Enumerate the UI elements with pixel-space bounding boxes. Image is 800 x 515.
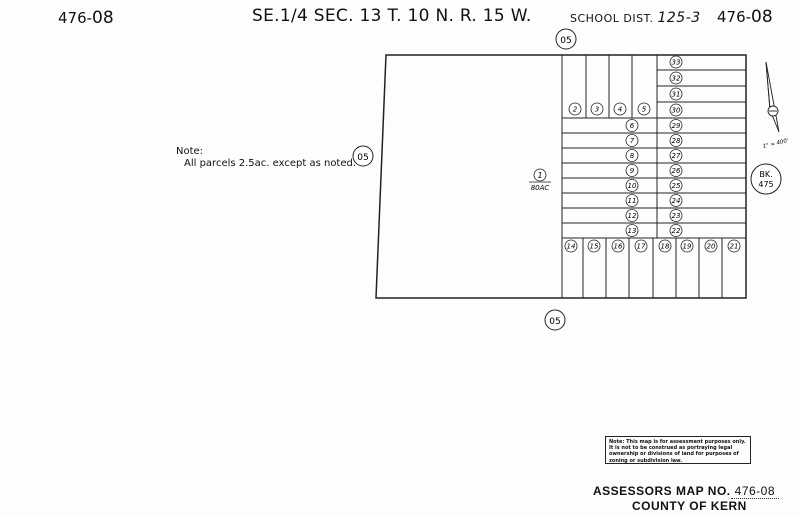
parcel-27-number: 27	[672, 152, 681, 160]
parcel-31-number: 31	[672, 91, 681, 99]
parcel-10: 10	[625, 179, 639, 192]
parcel-5: 5	[637, 102, 651, 116]
map-number-prefix: 476-	[717, 8, 752, 26]
parcel-14: 14	[564, 239, 578, 253]
header-map-number-right: 476-08	[717, 7, 773, 27]
note-text: All parcels 2.5ac. except as noted.	[184, 158, 357, 169]
header-map-number-left: 476-08	[58, 8, 114, 28]
parcel-9-number: 9	[630, 167, 635, 175]
parcel-21-number: 21	[730, 243, 739, 251]
svg-text:475: 475	[758, 180, 773, 189]
parcel-32-number: 32	[672, 75, 681, 83]
parcel-12-number: 12	[628, 212, 637, 220]
parcel-29-number: 29	[672, 122, 681, 130]
school-district: SCHOOL DIST. 125-3	[570, 10, 701, 26]
parcel-1-number: 1	[537, 171, 542, 180]
scale-label: 1" = 400'	[762, 138, 789, 150]
parcel-31: 31	[669, 87, 683, 101]
assessor-map-number: ASSESSORS MAP NO.476-08	[593, 484, 780, 499]
parcel-14-number: 14	[567, 243, 576, 251]
parcel-33: 33	[669, 55, 683, 69]
parcel-3: 3	[590, 102, 604, 116]
parcel-24-number: 24	[672, 197, 681, 205]
parcel-1-area: 80AC	[531, 184, 550, 192]
parcel-32: 32	[669, 71, 683, 85]
parcel-22-number: 22	[672, 227, 681, 235]
parcel-17-number: 17	[637, 243, 646, 251]
parcel-19-number: 19	[683, 243, 692, 251]
parcel-13-number: 13	[628, 227, 637, 235]
svg-text:05: 05	[560, 36, 571, 46]
parcel-2: 2	[568, 102, 582, 116]
parcel-12: 12	[625, 209, 639, 222]
disclaimer-box: Note: This map is for assessment purpose…	[605, 436, 751, 464]
parcel-4: 4	[613, 102, 627, 116]
svg-text:BK.: BK.	[759, 170, 772, 179]
parcel-23-number: 23	[672, 212, 681, 220]
assessor-number: 476-08	[730, 484, 780, 499]
svg-text:05: 05	[357, 153, 368, 163]
parcel-8-number: 8	[630, 152, 635, 160]
parcel-7: 7	[625, 134, 639, 147]
parcel-24: 24	[669, 194, 683, 207]
map-number-suffix: 08	[751, 7, 773, 27]
parcel-20: 20	[704, 239, 718, 253]
school-district-number: 125-3	[657, 10, 701, 26]
school-district-label: SCHOOL DIST.	[570, 12, 654, 25]
parcel-5-number: 5	[642, 106, 647, 114]
parcel-28-number: 28	[672, 137, 681, 145]
parcel-28: 28	[669, 134, 683, 147]
parcel-13: 13	[625, 224, 639, 237]
parcel-8: 8	[625, 149, 639, 162]
svg-text:05: 05	[549, 317, 560, 327]
parcel-18-number: 18	[661, 243, 670, 251]
parcel-17: 17	[634, 239, 648, 253]
parcel-note: Note: All parcels 2.5ac. except as noted…	[176, 146, 356, 170]
parcel-30: 30	[669, 103, 683, 117]
parcel-19: 19	[680, 239, 694, 253]
parcel-23: 23	[669, 209, 683, 222]
parcel-20-number: 20	[707, 243, 716, 251]
adjacent-ref-bottom: 05	[544, 309, 566, 331]
north-arrow-icon	[765, 61, 780, 133]
parcel-7-number: 7	[630, 137, 635, 145]
assessor-label: ASSESSORS MAP NO.	[593, 484, 731, 498]
county-name: COUNTY OF KERN	[632, 499, 747, 513]
parcel-9: 9	[625, 164, 639, 177]
parcel-6: 6	[625, 119, 639, 132]
parcel-16: 16	[611, 239, 625, 253]
parcel-3-number: 3	[595, 106, 599, 114]
parcel-21: 21	[727, 239, 741, 253]
section-boundary	[375, 54, 747, 299]
parcel-18: 18	[658, 239, 672, 253]
parcel-26-number: 26	[672, 167, 681, 175]
parcel-11-number: 11	[628, 197, 637, 205]
parcel-16-number: 16	[614, 243, 623, 251]
parcel-33-number: 33	[672, 59, 681, 67]
parcel-25-number: 25	[672, 182, 681, 190]
parcel-26: 26	[669, 164, 683, 177]
adjacent-ref-top: 05	[555, 28, 577, 50]
parcel-25: 25	[669, 179, 683, 192]
map-number-suffix: 08	[92, 8, 114, 28]
parcel-22: 22	[669, 224, 683, 237]
parcel-15: 15	[587, 239, 601, 253]
parcel-2-number: 2	[573, 106, 578, 114]
parcel-29: 29	[669, 119, 683, 132]
parcel-15-number: 15	[590, 243, 599, 251]
note-heading: Note:	[176, 146, 204, 157]
parcel-30-number: 30	[672, 107, 681, 115]
parcel-27: 27	[669, 149, 683, 162]
parcel-4-number: 4	[618, 106, 622, 114]
parcel-11: 11	[625, 194, 639, 207]
book-ref: BK. 475	[750, 163, 782, 195]
map-number-prefix: 476-	[58, 9, 93, 27]
parcel-1: 1 80AC	[529, 168, 551, 192]
adjacent-ref-left: 05	[352, 145, 374, 167]
parcel-10-number: 10	[628, 182, 637, 190]
parcel-6-number: 6	[630, 122, 635, 130]
section-title: SE.1/4 SEC. 13 T. 10 N. R. 15 W.	[252, 6, 532, 26]
